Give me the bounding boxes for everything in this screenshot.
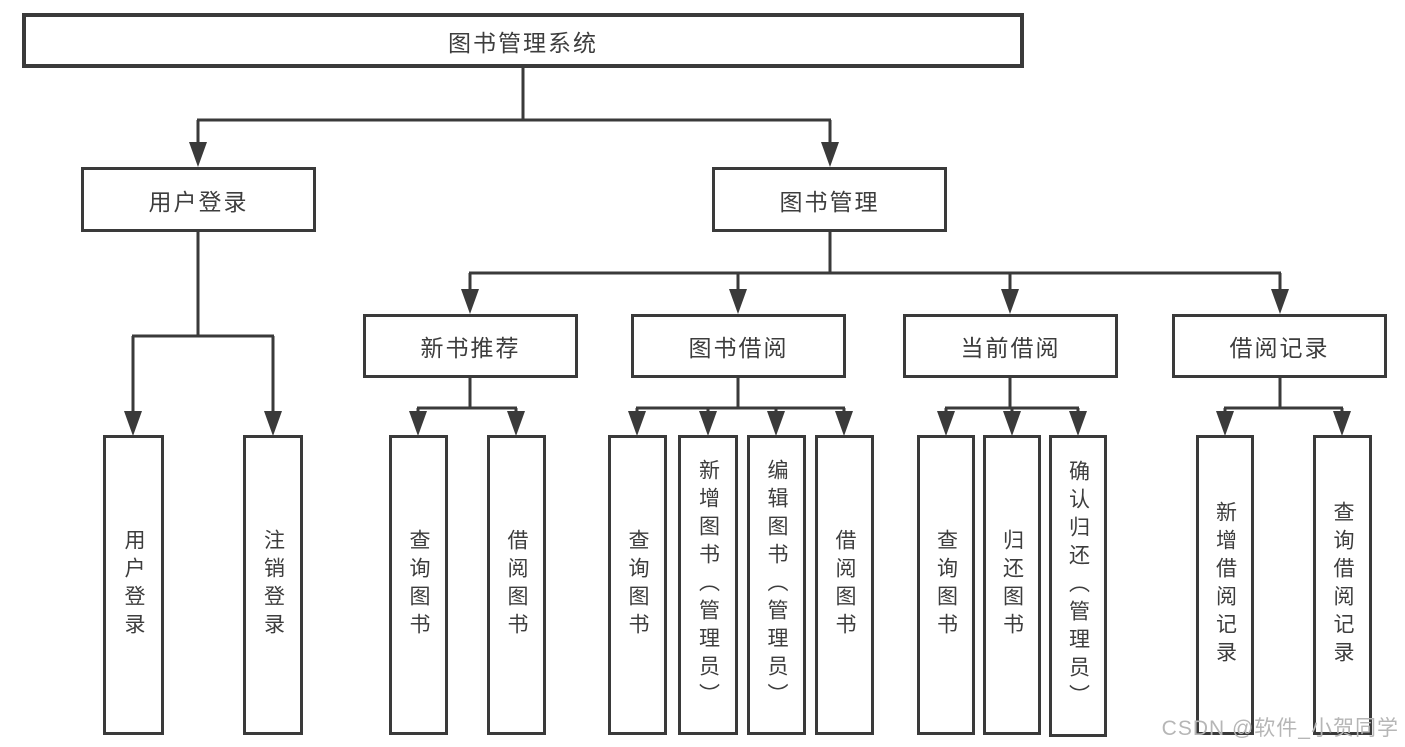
leaf-confirm-return-admin: 确认归还（管理员）: [1049, 435, 1107, 737]
node-label: 查询图书: [407, 529, 430, 641]
node-label: 用户登录: [148, 188, 249, 215]
arrow-down-icon: [461, 289, 479, 314]
node-label: 新增图书（管理员）: [696, 459, 720, 711]
leaf-query-books-1: 查询图书: [389, 435, 448, 735]
arrow-down-icon: [1333, 411, 1351, 436]
node-label: 编辑图书（管理员）: [765, 459, 788, 711]
leaf-user-login: 用户登录: [103, 435, 164, 735]
node-label: 新书推荐: [420, 335, 521, 361]
leaf-borrow-books-2: 借阅图书: [815, 435, 874, 735]
node-label: 归还图书: [1000, 529, 1024, 641]
leaf-edit-book-admin: 编辑图书（管理员）: [747, 435, 806, 735]
leaf-add-borrow-record: 新增借阅记录: [1196, 435, 1254, 735]
node-borrow-records: 借阅记录: [1172, 314, 1387, 378]
node-label: 查询借阅记录: [1331, 501, 1354, 669]
node-label: 查询图书: [626, 529, 649, 641]
arrow-down-icon: [409, 411, 427, 436]
arrow-down-icon: [1271, 289, 1289, 314]
arrow-down-icon: [1003, 411, 1021, 436]
arrow-down-icons: [124, 142, 1351, 436]
leaf-add-book-admin: 新增图书（管理员）: [678, 435, 738, 735]
arrow-down-icon: [1001, 289, 1019, 314]
node-book-management: 图书管理: [712, 167, 947, 232]
node-user-login: 用户登录: [81, 167, 316, 232]
node-new-book-recommend: 新书推荐: [363, 314, 578, 378]
node-label: 当前借阅: [960, 335, 1061, 361]
node-label: 借阅图书: [833, 529, 856, 641]
node-label: 图书管理系统: [448, 29, 598, 56]
node-label: 确认归还（管理员）: [1066, 460, 1090, 712]
arrow-down-icon: [264, 411, 282, 436]
node-label: 查询图书: [934, 529, 958, 641]
arrow-down-icon: [1069, 411, 1087, 436]
node-current-borrow: 当前借阅: [903, 314, 1118, 378]
leaf-query-books-3: 查询图书: [917, 435, 975, 735]
node-label: 注销登录: [261, 529, 285, 641]
leaf-query-books-2: 查询图书: [608, 435, 667, 735]
node-book-borrow: 图书借阅: [631, 314, 846, 378]
arrow-down-icon: [699, 411, 717, 436]
arrow-down-icon: [1216, 411, 1234, 436]
arrow-down-icon: [507, 411, 525, 436]
arrow-down-icon: [124, 411, 142, 436]
node-label: 新增借阅记录: [1213, 501, 1237, 669]
node-root: 图书管理系统: [22, 13, 1024, 68]
arrow-down-icon: [189, 142, 207, 167]
node-label: 用户登录: [122, 529, 145, 641]
node-label: 图书管理: [779, 188, 880, 215]
arrow-down-icon: [937, 411, 955, 436]
node-label: 借阅图书: [505, 529, 528, 641]
arrow-down-icon: [821, 142, 839, 167]
leaf-query-borrow-record: 查询借阅记录: [1313, 435, 1372, 735]
leaf-return-books: 归还图书: [983, 435, 1041, 735]
watermark-text: CSDN @软件_小贺同学: [1161, 717, 1399, 740]
node-label: 借阅记录: [1229, 335, 1330, 361]
leaf-logout: 注销登录: [243, 435, 303, 735]
arrow-down-icon: [628, 411, 646, 436]
leaf-borrow-books-1: 借阅图书: [487, 435, 546, 735]
arrow-down-icon: [729, 289, 747, 314]
node-label: 图书借阅: [688, 335, 789, 361]
arrow-down-icon: [835, 411, 853, 436]
arrow-down-icon: [767, 411, 785, 436]
